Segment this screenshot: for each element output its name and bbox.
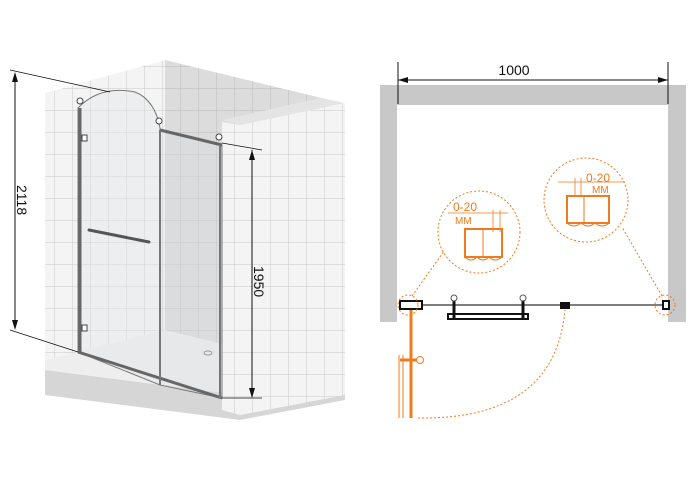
detail-right-unit: MM bbox=[592, 185, 609, 196]
right-wall bbox=[668, 85, 686, 322]
drain bbox=[203, 350, 213, 356]
knob bbox=[519, 294, 527, 302]
detail-right-range: 0-20 bbox=[586, 171, 610, 185]
top-wall bbox=[380, 85, 686, 105]
fixed-glass-panel bbox=[77, 89, 161, 386]
height-door-label: 1950 bbox=[251, 266, 267, 297]
callout-circle bbox=[397, 294, 419, 316]
knob bbox=[155, 117, 163, 125]
wall-profile-right bbox=[662, 300, 670, 310]
wall-profile-left bbox=[399, 300, 423, 310]
detail-left-range: 0-20 bbox=[453, 200, 477, 214]
towel-bar bbox=[447, 313, 529, 320]
left-wall bbox=[380, 85, 397, 322]
callout-circle bbox=[654, 294, 676, 316]
towel-handle bbox=[87, 228, 151, 244]
extension-line bbox=[9, 69, 111, 93]
knob bbox=[215, 133, 223, 141]
swing-arc bbox=[417, 309, 566, 419]
knob bbox=[416, 356, 424, 364]
door-bottom-rail bbox=[77, 350, 223, 400]
door-glass-panel bbox=[159, 129, 223, 399]
hinge-top bbox=[81, 134, 88, 142]
side-wall bbox=[222, 103, 345, 415]
back-wall-left bbox=[45, 60, 165, 360]
height-total-label: 2118 bbox=[14, 185, 30, 215]
callout-leader bbox=[411, 246, 448, 297]
detail-left: 0-20 MM bbox=[437, 190, 521, 274]
knob bbox=[450, 294, 458, 302]
top-rail bbox=[159, 128, 223, 147]
extension-line bbox=[9, 329, 79, 353]
plan-view: 1000 0-20 MM bbox=[380, 62, 686, 419]
shower-3d-view: 2118 1950 bbox=[9, 60, 345, 420]
width-label: 1000 bbox=[498, 62, 529, 78]
callout-leader bbox=[621, 226, 663, 297]
extension-line bbox=[221, 142, 263, 151]
detail-right: 0-20 MM bbox=[543, 157, 629, 243]
detail-left-unit: MM bbox=[455, 216, 472, 227]
knob bbox=[76, 97, 84, 105]
hinge-bottom bbox=[81, 324, 88, 332]
side-wall-top bbox=[222, 98, 345, 125]
door-pivot bbox=[560, 302, 570, 309]
